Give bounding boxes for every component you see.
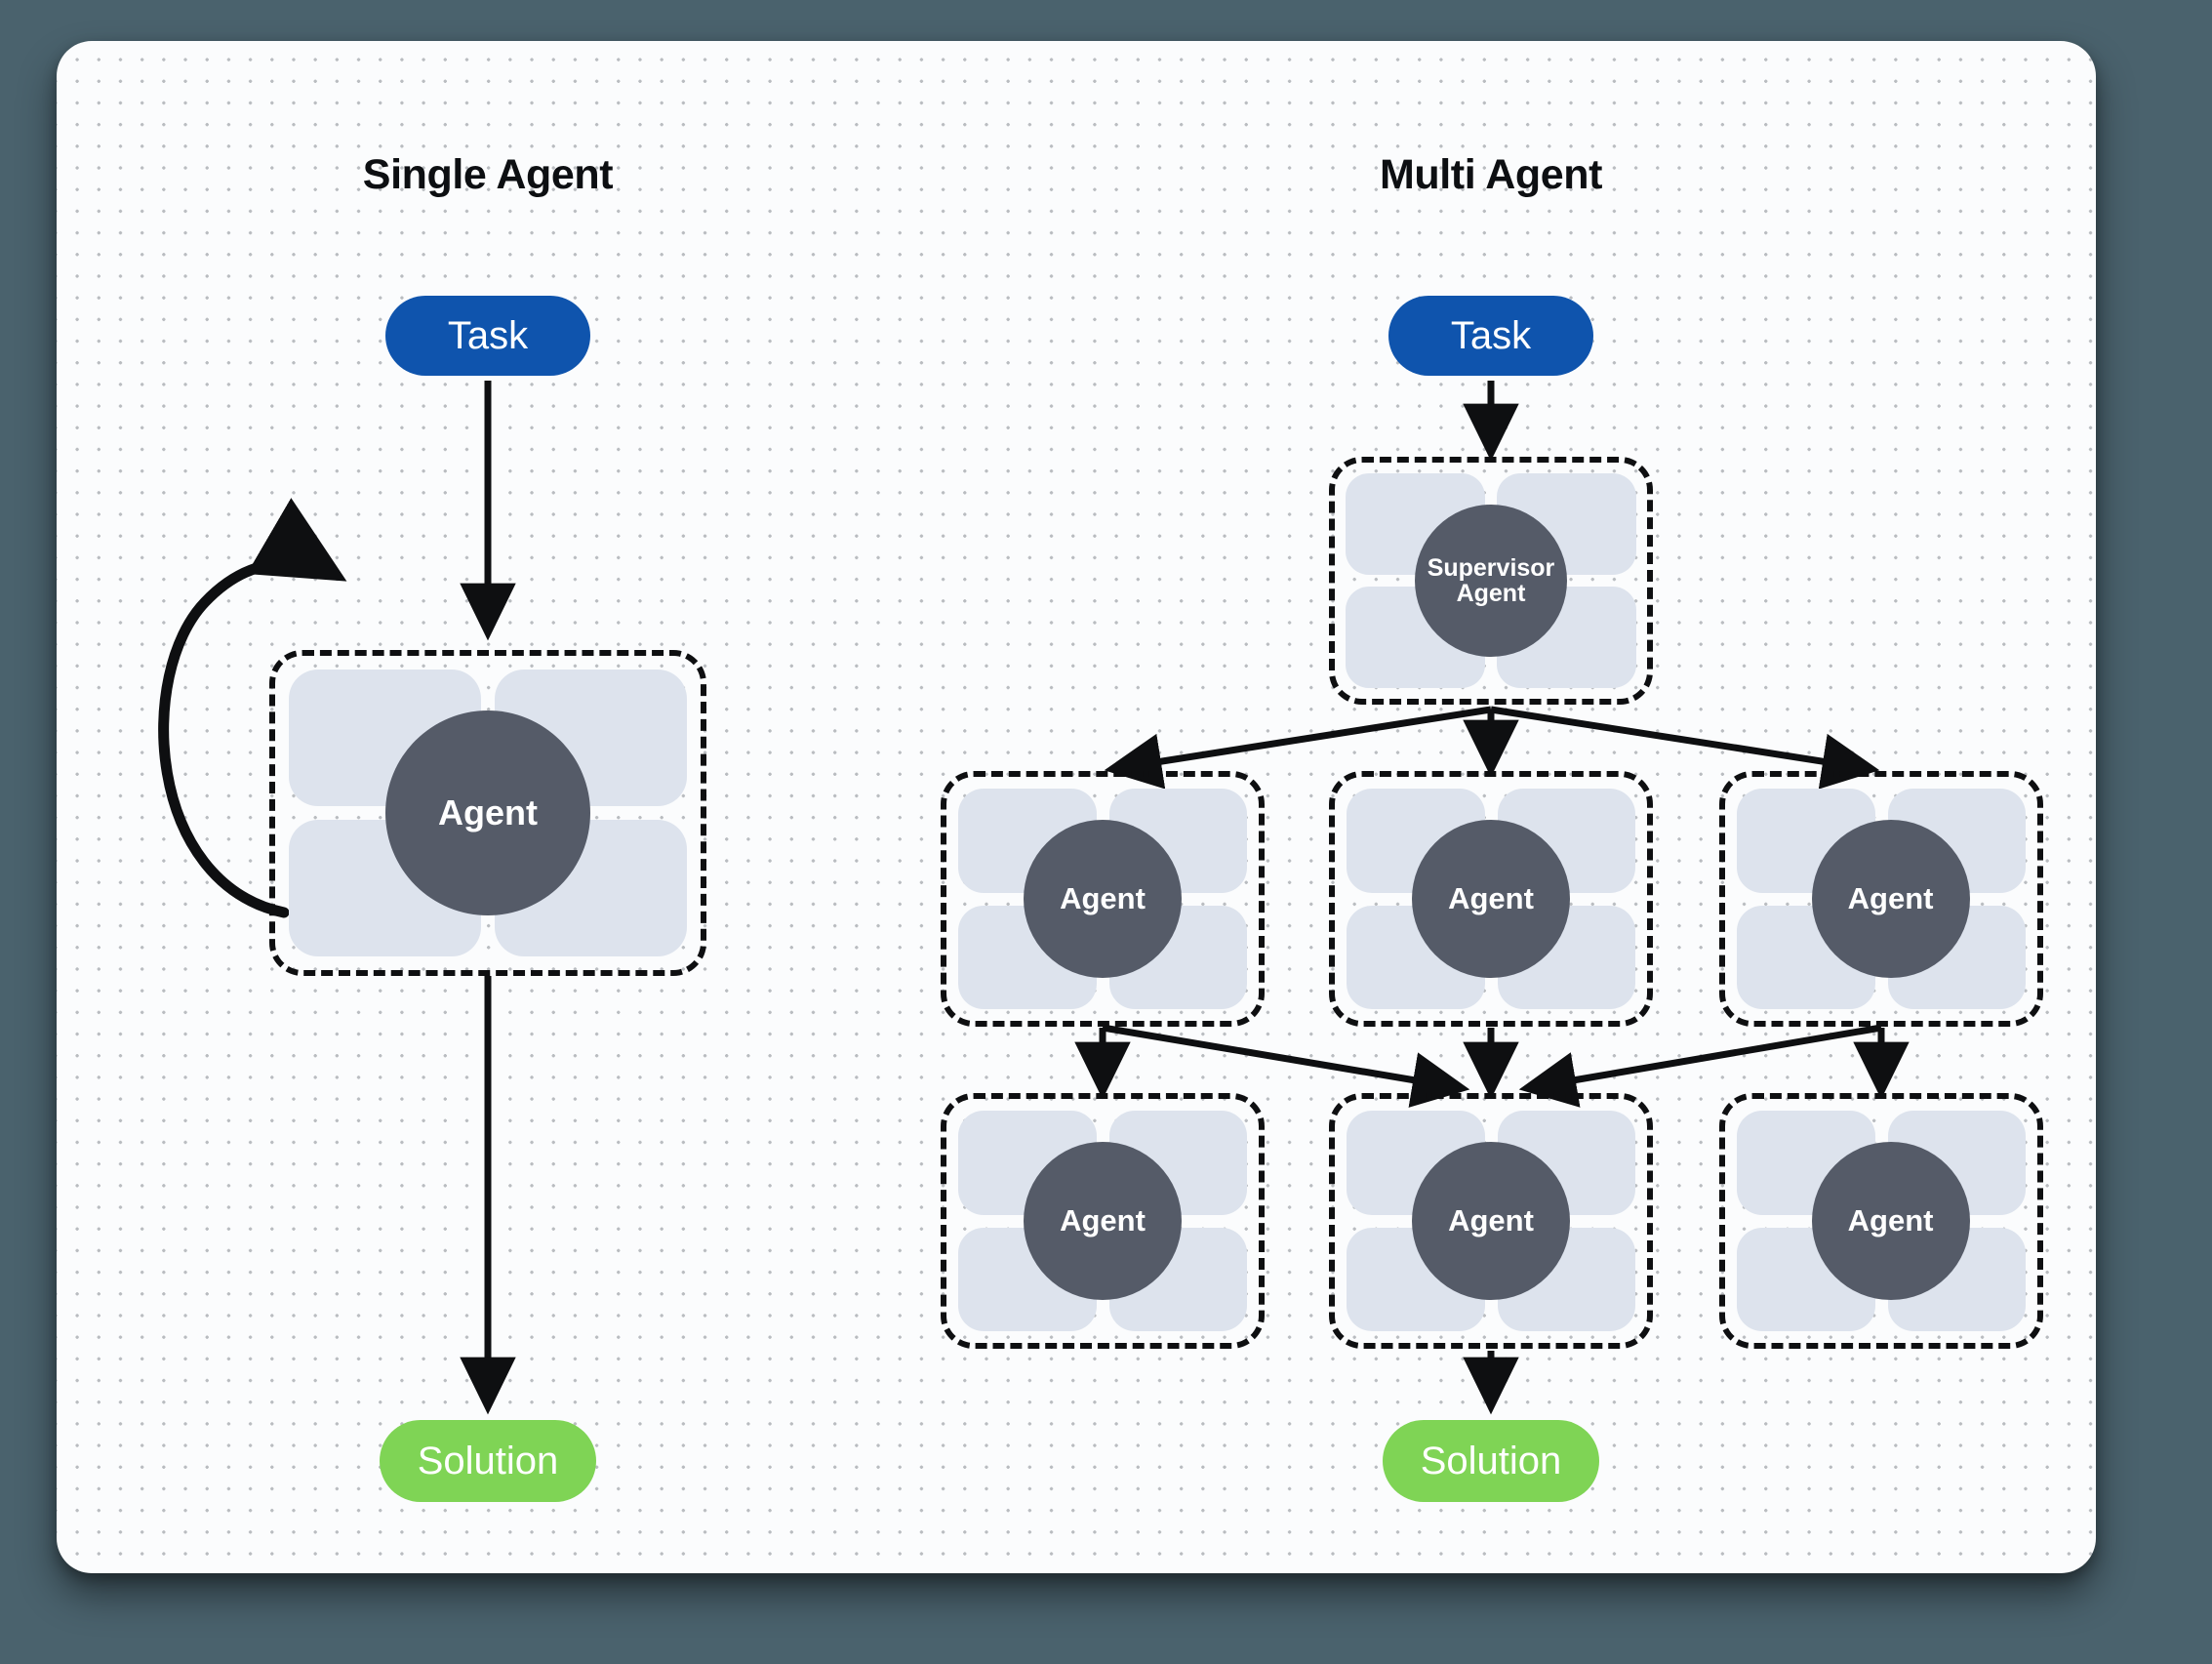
single-agent-cluster[interactable]: Agent: [269, 650, 706, 976]
single-agent-heading: Single Agent: [362, 151, 614, 198]
agent-core-circle[interactable]: Agent: [1024, 1142, 1182, 1300]
agent-core-circle[interactable]: Agent: [1811, 820, 1970, 978]
multi-agent-cluster-bottom-center[interactable]: Agent: [1329, 1093, 1653, 1349]
supervisor-core-label-line1: Supervisor: [1427, 554, 1555, 582]
agent-core-circle[interactable]: Agent: [1811, 1142, 1970, 1300]
agent-core-label: Agent: [1448, 1202, 1534, 1238]
multi-agent-heading: Multi Agent: [1379, 151, 1603, 198]
multi-task-node[interactable]: Task: [1388, 296, 1593, 376]
single-solution-label: Solution: [417, 1439, 559, 1482]
single-solution-node[interactable]: Solution: [380, 1420, 596, 1502]
single-task-label: Task: [447, 313, 529, 357]
agent-core-circle[interactable]: Agent: [1412, 820, 1570, 978]
agent-core-circle[interactable]: Agent: [1024, 820, 1182, 978]
multi-solution-node[interactable]: Solution: [1383, 1420, 1599, 1502]
agent-core-label: Agent: [1060, 880, 1146, 915]
single-task-node[interactable]: Task: [385, 296, 590, 376]
multi-agent-cluster-mid-center[interactable]: Agent: [1329, 771, 1653, 1027]
agent-core-label: Agent: [1847, 1202, 1934, 1238]
agent-core-label: Agent: [1060, 1202, 1146, 1238]
supervisor-agent-cluster[interactable]: Supervisor Agent: [1329, 457, 1653, 705]
agent-core-label: Agent: [438, 792, 538, 833]
multi-solution-label: Solution: [1420, 1439, 1562, 1482]
multi-agent-cluster-mid-left[interactable]: Agent: [941, 771, 1265, 1027]
agent-core-label: Agent: [1847, 880, 1934, 915]
multi-task-label: Task: [1450, 313, 1532, 357]
multi-agent-cluster-mid-right[interactable]: Agent: [1719, 771, 2043, 1027]
agent-core-circle[interactable]: Agent: [385, 710, 590, 915]
supervisor-core-circle[interactable]: Supervisor Agent: [1415, 505, 1567, 657]
multi-agent-cluster-bottom-left[interactable]: Agent: [941, 1093, 1265, 1349]
agent-core-circle[interactable]: Agent: [1412, 1142, 1570, 1300]
supervisor-core-label-line2: Agent: [1456, 580, 1526, 607]
agent-core-label: Agent: [1448, 880, 1534, 915]
multi-agent-cluster-bottom-right[interactable]: Agent: [1719, 1093, 2043, 1349]
